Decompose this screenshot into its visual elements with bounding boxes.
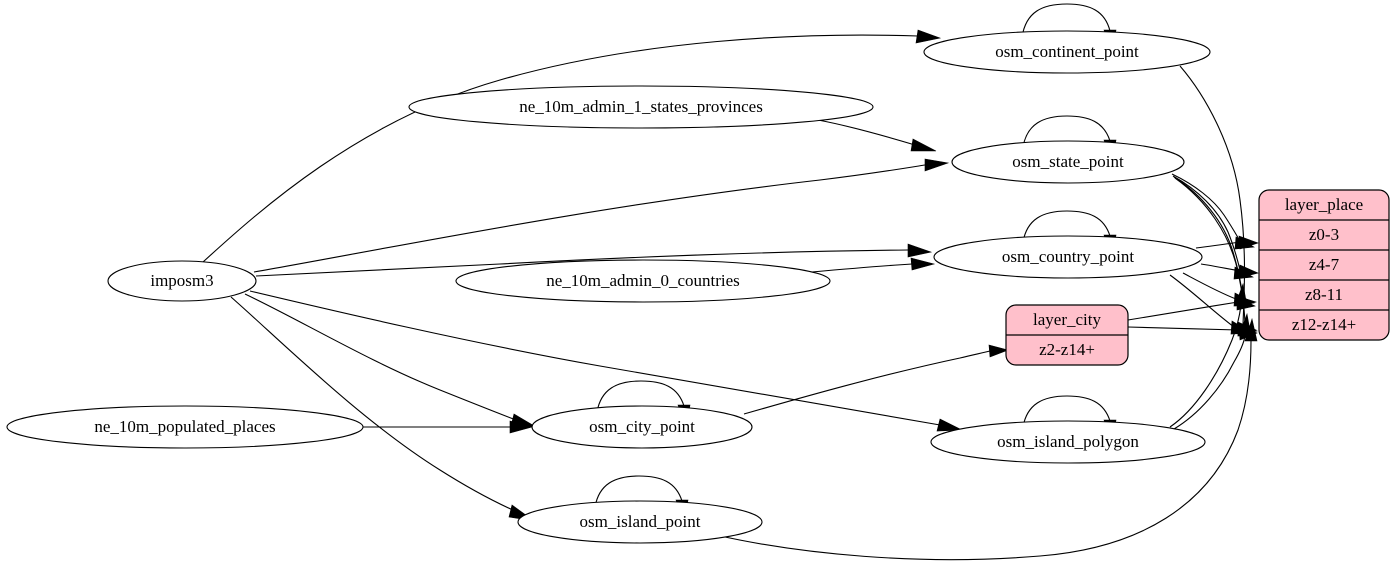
record-layer-place-row-z4-7[interactable]: z4-7: [1309, 255, 1340, 274]
node-osm-continent-point[interactable]: osm_continent_point: [923, 30, 1211, 74]
record-layer-city-title: layer_city: [1033, 310, 1101, 329]
node-osm-city-point-label: osm_city_point: [589, 417, 695, 436]
record-layer-place-row-z8-11[interactable]: z8-11: [1305, 285, 1343, 304]
record-node-layer-place[interactable]: layer_place z0-3 z4-7 z8-11 z12-z14+: [1258, 189, 1390, 341]
node-osm-country-point-label: osm_country_point: [1002, 247, 1134, 266]
edges-layer: [202, 3, 1259, 561]
edge-imposm3-to-osm-island-polygon: [249, 290, 963, 432]
record-layer-place-row-z12-z14[interactable]: z12-z14+: [1292, 315, 1356, 334]
edge-imposm3-to-osm-continent-point: [202, 29, 942, 263]
node-osm-country-point[interactable]: osm_country_point: [933, 235, 1203, 279]
edge-osm-island-polygon-to-layer-place-z8-11: [1169, 282, 1248, 428]
node-osm-state-point[interactable]: osm_state_point: [951, 140, 1185, 184]
edge-imposm3-to-osm-state-point: [253, 158, 950, 273]
edge-osm-island-point-to-layer-place-z12: [715, 317, 1258, 561]
record-layer-city-row-z2-z14[interactable]: z2-z14+: [1039, 340, 1095, 359]
node-imposm3[interactable]: imposm3: [107, 260, 257, 302]
node-osm-island-point[interactable]: osm_island_point: [517, 500, 763, 544]
node-ne-admin0-label: ne_10m_admin_0_countries: [546, 271, 740, 290]
node-ne-10m-populated-places[interactable]: ne_10m_populated_places: [6, 405, 364, 449]
node-osm-city-point[interactable]: osm_city_point: [531, 405, 753, 449]
node-osm-island-polygon-label: osm_island_polygon: [997, 432, 1139, 451]
node-osm-continent-point-label: osm_continent_point: [995, 42, 1139, 61]
node-ne-admin1-label: ne_10m_admin_1_states_provinces: [519, 97, 763, 116]
node-osm-island-point-label: osm_island_point: [580, 512, 701, 531]
node-ne-10m-admin-0-countries[interactable]: ne_10m_admin_0_countries: [455, 259, 831, 303]
node-imposm3-label: imposm3: [150, 271, 213, 290]
edge-ne-admin0-to-osm-country-point: [811, 257, 936, 273]
edge-imposm3-to-osm-city-point: [244, 293, 537, 428]
record-node-layer-city[interactable]: layer_city z2-z14+: [1005, 304, 1129, 366]
edge-imposm3-to-osm-country-point: [255, 243, 933, 277]
node-osm-state-point-label: osm_state_point: [1012, 152, 1124, 171]
nodes-layer: imposm3 ne_10m_admin_1_states_provinces …: [6, 30, 1390, 544]
node-ne-populated-label: ne_10m_populated_places: [94, 417, 275, 436]
edge-osm-country-point-to-layer-place-z4-7: [1200, 263, 1259, 279]
record-layer-place-title: layer_place: [1285, 195, 1363, 214]
node-osm-island-polygon[interactable]: osm_island_polygon: [930, 420, 1206, 464]
edge-osm-island-polygon-to-layer-place-z12: [1173, 312, 1252, 430]
node-ne-10m-admin-1-states-provinces[interactable]: ne_10m_admin_1_states_provinces: [408, 85, 874, 129]
edge-osm-country-point-to-layer-place-z0-3: [1195, 235, 1259, 250]
edge-osm-city-point-to-layer-city: [743, 344, 1009, 415]
edge-ne-admin1-to-osm-state-point: [817, 119, 937, 152]
edge-ne-populated-to-osm-city-point: [363, 420, 534, 434]
record-layer-place-row-z0-3[interactable]: z0-3: [1309, 225, 1339, 244]
